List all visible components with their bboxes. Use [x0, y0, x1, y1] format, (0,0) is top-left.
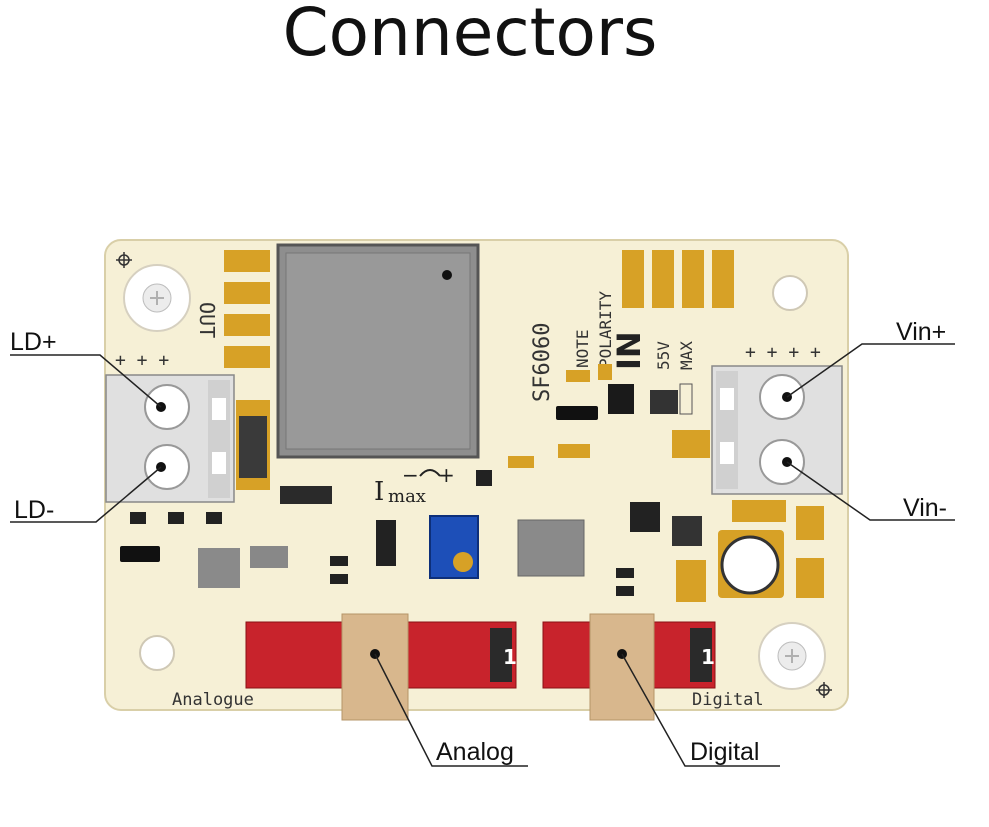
digital-silkscreen: Digital — [692, 690, 764, 710]
ld-minus-callout: LD- — [14, 496, 54, 524]
ld-plus-callout-line — [10, 354, 162, 408]
vin-plus-marks: + + + + — [745, 342, 821, 363]
voltage-label: 55V — [654, 341, 673, 370]
ld-minus-screw — [144, 444, 190, 490]
diode — [236, 400, 270, 490]
imax-prefix: I — [374, 477, 384, 507]
pot-plus: + — [438, 463, 455, 487]
vin-plus-callout: Vin+ — [896, 318, 946, 346]
analog-callout-line — [374, 653, 528, 767]
imax-suffix: max — [388, 486, 426, 507]
analogue-silkscreen: Analogue — [172, 690, 254, 710]
digital-pin1-label: 1 — [701, 645, 715, 669]
out-label: OUT — [195, 302, 219, 338]
mounting-hole-top-left — [123, 264, 191, 332]
analog-ribbon-connector — [341, 613, 409, 721]
digital-callout: Digital — [690, 738, 759, 766]
page-title: Connectors — [282, 0, 658, 71]
ld-terminal-block — [105, 374, 235, 503]
vin-plus-callout-line — [786, 343, 955, 398]
input-pads — [622, 250, 734, 308]
ld-plus-callout: LD+ — [10, 328, 57, 356]
analog-callout: Analog — [436, 738, 514, 766]
callout-lines — [10, 343, 955, 767]
rotate-arrow-icon — [419, 469, 441, 477]
mounting-hole-bottom-left — [139, 635, 175, 671]
imax-label: I max — [374, 477, 426, 507]
potentiometer — [429, 515, 479, 579]
vin-minus-callout-line — [786, 461, 955, 521]
ld-plus-screw — [144, 384, 190, 430]
smd-components — [120, 364, 824, 602]
vin-terminal-block — [711, 365, 843, 495]
fiducial-bottom-right-icon — [816, 682, 832, 698]
max-label: MAX — [677, 341, 696, 370]
mounting-hole-top-right — [772, 275, 808, 311]
pot-minus: − — [402, 463, 419, 487]
mounting-hole-bottom-right — [758, 622, 826, 690]
digital-callout-line — [621, 653, 780, 767]
ld-minus-callout-line — [10, 466, 162, 523]
fiducial-top-left-icon — [116, 252, 132, 268]
digital-ribbon-connector — [589, 613, 655, 721]
ld-plus-marks: + + + — [115, 350, 169, 371]
analog-pin1-label: 1 — [503, 645, 517, 669]
model-label: SF6060 — [530, 323, 555, 402]
output-pads — [224, 250, 270, 368]
polarity-label: POLARITY — [596, 291, 615, 368]
vin-minus-callout: Vin- — [903, 494, 947, 522]
note-label: NOTE — [573, 329, 592, 368]
capacitor — [718, 530, 784, 598]
in-label: IN — [610, 331, 648, 370]
inductor-module — [276, 243, 480, 459]
